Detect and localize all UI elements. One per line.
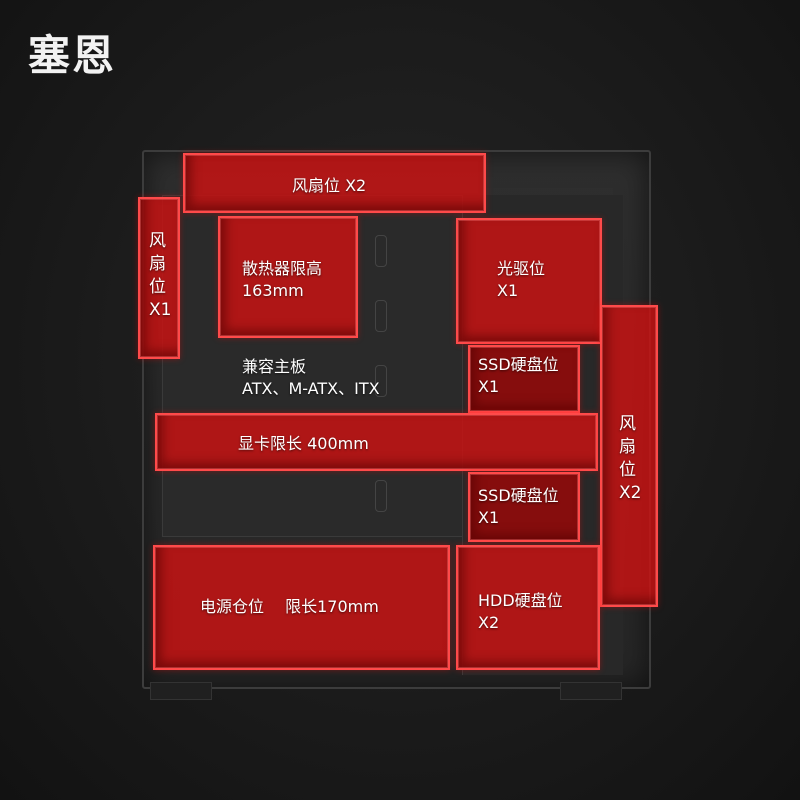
optical-drive-zone bbox=[456, 218, 602, 344]
cable-hole bbox=[375, 365, 387, 397]
ssd-bay-2-label: SSD硬盘位 X1 bbox=[478, 485, 559, 529]
psu-zone bbox=[153, 545, 450, 670]
left-fan-label-line4: X1 bbox=[149, 300, 172, 320]
psu-label: 电源仓位 限长170mm bbox=[200, 597, 379, 616]
cooler-label-line1: 散热器限高 bbox=[242, 259, 323, 278]
ssd-bay-1-label: SSD硬盘位 X1 bbox=[478, 354, 559, 398]
optical-drive-label-line2: X1 bbox=[497, 281, 519, 300]
hdd-bay-label-line2: X2 bbox=[478, 613, 500, 632]
left-fan-label-line2: 扇 bbox=[149, 254, 166, 274]
top-fan-zone bbox=[183, 153, 486, 213]
case-foot-right bbox=[560, 682, 622, 700]
right-fan-label-line3: 位 bbox=[619, 460, 636, 480]
right-fan-label-line4: X2 bbox=[619, 483, 642, 503]
top-fan-label: 风扇位 X2 bbox=[292, 176, 367, 195]
case-foot-left bbox=[150, 682, 212, 700]
ssd-bay-2-zone bbox=[468, 472, 580, 542]
hdd-bay-zone bbox=[456, 545, 600, 670]
cable-hole bbox=[375, 235, 387, 267]
gpu-zone bbox=[155, 413, 598, 471]
motherboard-label-line1: 兼容主板 bbox=[242, 357, 307, 376]
cable-hole bbox=[375, 300, 387, 332]
ssd-bay-2-label-line1: SSD硬盘位 bbox=[478, 486, 559, 505]
cable-hole bbox=[375, 480, 387, 512]
brand-title: 塞恩 bbox=[28, 31, 117, 80]
ssd-bay-1-label-line1: SSD硬盘位 bbox=[478, 355, 559, 374]
cooler-label-line2: 163mm bbox=[242, 281, 304, 300]
optical-drive-label: 光驱位 X1 bbox=[497, 258, 545, 302]
motherboard-label: 兼容主板 ATX、M-ATX、ITX bbox=[242, 356, 380, 400]
left-fan-label-line3: 位 bbox=[149, 277, 166, 297]
right-fan-label: 风 扇 位 X2 bbox=[619, 413, 649, 505]
right-fan-label-line1: 风 bbox=[619, 414, 636, 434]
left-fan-label-line1: 风 bbox=[149, 231, 166, 251]
ssd-bay-2-label-line2: X1 bbox=[478, 508, 500, 527]
ssd-bay-1-zone bbox=[468, 345, 580, 413]
hdd-bay-label-line1: HDD硬盘位 bbox=[478, 591, 563, 610]
hdd-bay-label: HDD硬盘位 X2 bbox=[478, 590, 563, 634]
optical-drive-label-line1: 光驱位 bbox=[497, 259, 546, 278]
left-fan-zone bbox=[138, 197, 180, 359]
left-fan-label: 风 扇 位 X1 bbox=[149, 230, 179, 322]
right-fan-label-line2: 扇 bbox=[619, 437, 636, 457]
cooler-label: 散热器限高 163mm bbox=[242, 258, 322, 302]
motherboard-label-line2: ATX、M-ATX、ITX bbox=[242, 379, 380, 398]
gpu-label: 显卡限长 400mm bbox=[238, 434, 369, 453]
ssd-bay-1-label-line2: X1 bbox=[478, 377, 500, 396]
right-fan-zone bbox=[600, 305, 658, 607]
cooler-zone bbox=[218, 216, 358, 338]
